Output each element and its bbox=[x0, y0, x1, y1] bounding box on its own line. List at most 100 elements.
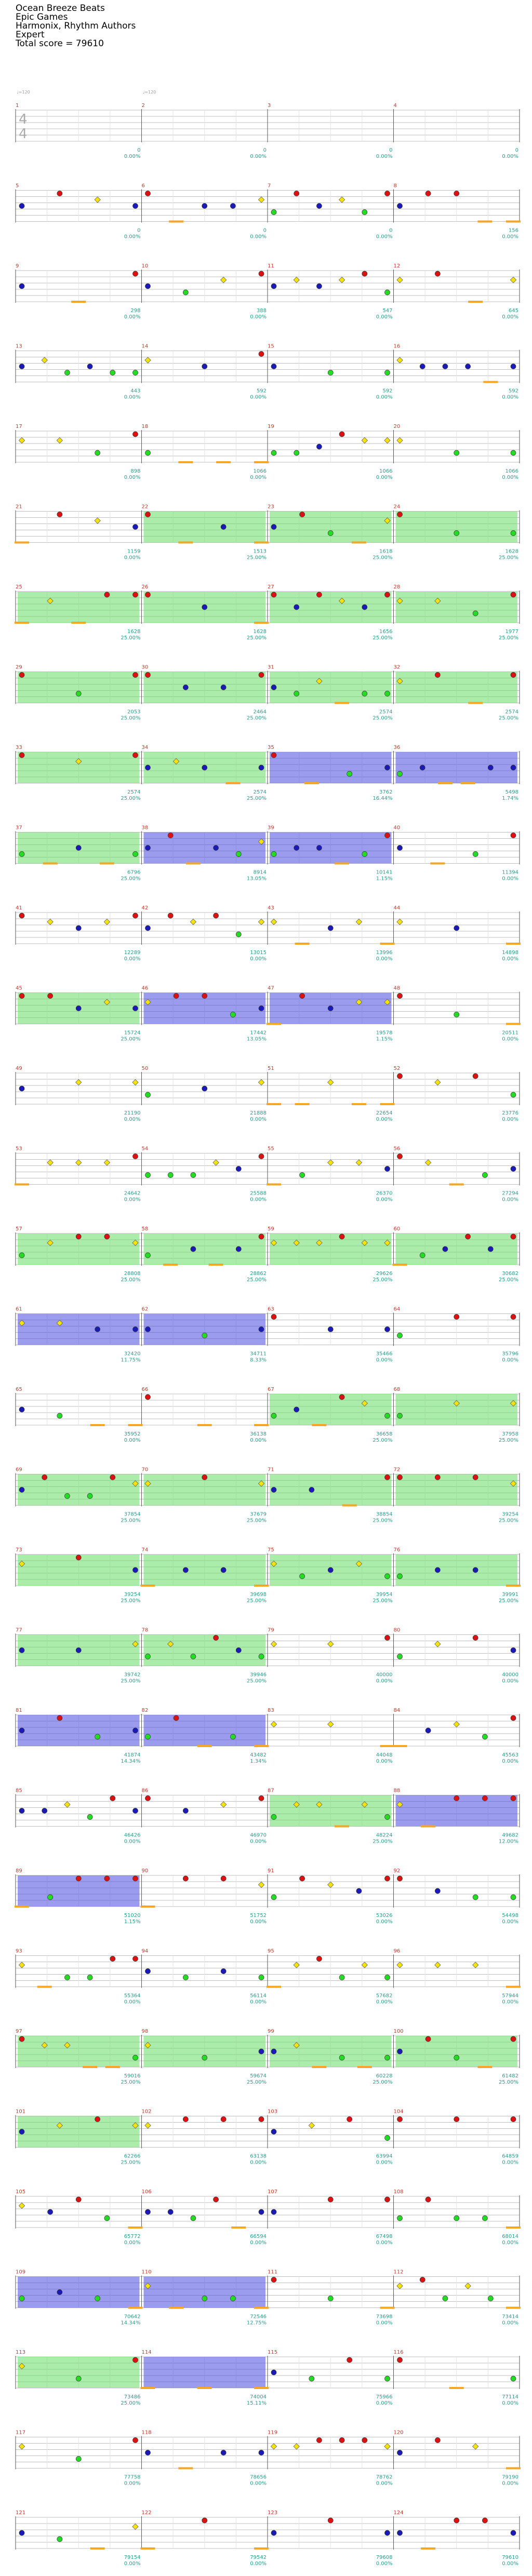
measure-score: 547 bbox=[382, 308, 392, 314]
activation-zone bbox=[18, 2036, 140, 2067]
measure-score: 10141 bbox=[376, 870, 393, 876]
measure-number: 4 bbox=[394, 103, 397, 109]
measure-number: 112 bbox=[394, 2270, 404, 2275]
song-info: Ocean Breeze Beats Epic Games Harmonix, … bbox=[16, 4, 136, 48]
drum-note bbox=[434, 1474, 441, 1480]
drum-note bbox=[145, 283, 151, 289]
cymbal-note bbox=[361, 1962, 368, 1968]
cymbal-note bbox=[18, 2202, 25, 2209]
drum-note bbox=[132, 752, 138, 758]
drum-note bbox=[434, 271, 441, 277]
drum-note bbox=[271, 524, 277, 530]
drum-note bbox=[132, 2437, 138, 2443]
cymbal-note bbox=[396, 1801, 403, 1808]
drum-note bbox=[454, 1314, 460, 1320]
measure-percent: 0.00% bbox=[250, 956, 267, 962]
drum-note bbox=[299, 1875, 305, 1882]
measure-score: 44048 bbox=[376, 1752, 393, 1758]
measure-percent: 0.00% bbox=[502, 2481, 518, 2487]
measure-number: 13 bbox=[16, 344, 22, 350]
measure-number: 61 bbox=[16, 1307, 22, 1312]
measure-percent: 25.00% bbox=[121, 1518, 140, 1524]
measure-score: 66594 bbox=[250, 2234, 267, 2239]
drum-note bbox=[384, 191, 390, 196]
cymbal-note bbox=[327, 1079, 334, 1086]
drum-note bbox=[230, 203, 236, 209]
cymbal-note bbox=[212, 1159, 219, 1166]
drum-note bbox=[384, 2376, 390, 2382]
cymbal-note bbox=[94, 196, 101, 203]
measure-score: 70642 bbox=[124, 2314, 141, 2320]
measure-number: 83 bbox=[268, 1708, 274, 1713]
drum-note bbox=[167, 833, 174, 838]
measure-score: 39991 bbox=[502, 1592, 518, 1598]
drum-note bbox=[510, 2376, 516, 2382]
drum-note bbox=[57, 191, 63, 196]
drum-note bbox=[316, 845, 322, 851]
cymbal-note bbox=[47, 1159, 54, 1166]
measure-number: 65 bbox=[16, 1387, 22, 1392]
measure-percent: 0.00% bbox=[502, 2000, 518, 2005]
drum-note bbox=[104, 592, 110, 598]
drum-note bbox=[132, 851, 138, 857]
measure-score: 56114 bbox=[250, 1993, 267, 1999]
cymbal-note bbox=[220, 1801, 227, 1808]
cymbal-note bbox=[18, 1560, 25, 1567]
measure-score: 0 bbox=[389, 228, 392, 234]
cymbal-note bbox=[56, 2122, 63, 2129]
drum-note bbox=[145, 592, 151, 598]
measure-score: 645 bbox=[509, 308, 518, 314]
activation-zone bbox=[395, 1233, 517, 1265]
drum-note bbox=[271, 851, 277, 857]
measure-number: 68 bbox=[394, 1387, 401, 1392]
measure-percent: 0.00% bbox=[124, 314, 141, 320]
measure-score: 51020 bbox=[124, 1913, 141, 1918]
measure-score: 0 bbox=[263, 228, 267, 234]
drum-note bbox=[339, 431, 345, 437]
drum-note bbox=[19, 851, 25, 857]
measure-number: 77 bbox=[16, 1628, 22, 1633]
cymbal-note bbox=[47, 597, 54, 605]
measure-number: 90 bbox=[142, 1868, 149, 1874]
drum-note bbox=[64, 370, 70, 375]
drum-note bbox=[132, 271, 138, 277]
measure-number: 16 bbox=[394, 344, 401, 350]
measure-number: 74 bbox=[142, 1547, 149, 1553]
cymbal-note bbox=[361, 1801, 368, 1808]
cymbal-note bbox=[190, 918, 197, 925]
cymbal-note bbox=[327, 1721, 334, 1728]
measure-percent: 0.00% bbox=[124, 956, 141, 962]
measure-number: 71 bbox=[268, 1467, 274, 1473]
drum-note bbox=[235, 1246, 242, 1252]
measure-score: 388 bbox=[257, 308, 267, 314]
measure-number: 66 bbox=[142, 1387, 149, 1392]
cymbal-note bbox=[75, 1159, 82, 1166]
measure-score: 2464 bbox=[254, 709, 267, 715]
measure-score: 40000 bbox=[502, 1672, 518, 1678]
measure-number: 115 bbox=[268, 2350, 277, 2355]
measure-score: 43482 bbox=[250, 1752, 267, 1758]
measure-percent: 12.00% bbox=[499, 1839, 518, 1845]
measure-number: 121 bbox=[16, 2510, 25, 2516]
cymbal-note bbox=[167, 1641, 174, 1647]
drum-note bbox=[64, 1975, 70, 1980]
drum-note bbox=[384, 1166, 390, 1172]
drum-note bbox=[110, 370, 116, 375]
measure-percent: 25.00% bbox=[247, 1598, 267, 1604]
cymbal-note bbox=[270, 1641, 277, 1647]
drum-note bbox=[182, 1975, 189, 1980]
measure-percent: 0.00% bbox=[124, 234, 141, 240]
cymbal-note bbox=[396, 2283, 403, 2289]
measure-score: 2574 bbox=[506, 709, 518, 715]
measure-score: 592 bbox=[382, 388, 392, 394]
drum-note bbox=[454, 2116, 460, 2122]
measure-number: 81 bbox=[16, 1708, 22, 1713]
measure-number: 113 bbox=[16, 2350, 25, 2355]
measure-percent: 0.00% bbox=[376, 1117, 393, 1122]
measure-percent: 25.00% bbox=[499, 1277, 518, 1283]
drum-note bbox=[57, 1715, 63, 1721]
difficulty-label: Expert bbox=[16, 30, 45, 40]
drum-note bbox=[75, 1005, 82, 1011]
measure-score: 156 bbox=[509, 228, 518, 234]
